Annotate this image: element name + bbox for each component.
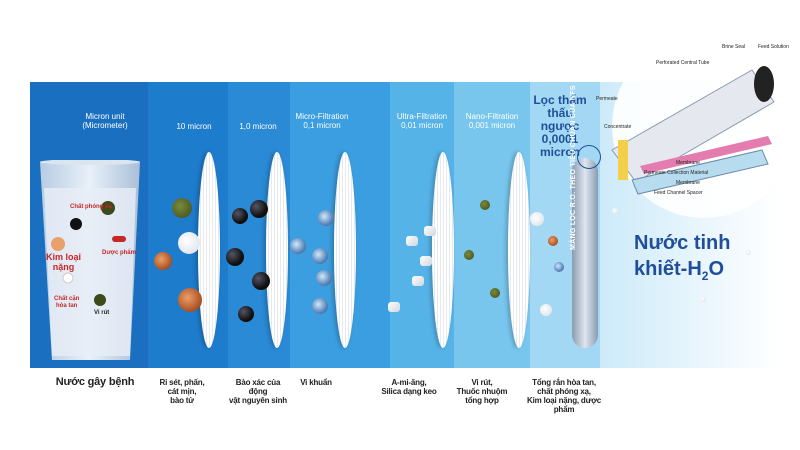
caption-raw: Nước gây bệnh <box>50 378 140 387</box>
ro-label-concentrate: Concentrate <box>604 124 631 130</box>
ro-label-brine: Brine Seal <box>722 44 745 50</box>
stage-size-label: Micro-Filtration 0,1 micron <box>292 112 352 130</box>
stage-size-label: Ultra-Filtration 0,01 micron <box>392 112 452 130</box>
ro-label-spacer: Feed Channel Spacer <box>654 190 703 196</box>
filter-disc-micro <box>334 152 356 348</box>
particle-bacteria <box>316 270 332 286</box>
particle-dissolved <box>548 236 558 246</box>
particle-bacteria <box>312 248 328 264</box>
particle-virus <box>464 250 474 260</box>
particle-silica <box>406 236 418 246</box>
ro-label-membrane: Membrane <box>676 160 700 166</box>
caption-stage: Vi khuẩn <box>294 378 338 387</box>
filter-disc-ultra <box>432 152 454 348</box>
particle-dark <box>232 208 248 224</box>
particle-dissolved <box>530 212 544 226</box>
particle-silica <box>412 276 424 286</box>
micron-unit-label: Micron unit (Micrometer) <box>72 112 138 130</box>
label-heavy-metal: Kim loại nặng <box>46 252 81 272</box>
particle-white <box>178 232 200 254</box>
water-droplet <box>700 296 706 302</box>
stage-size-label: Nano-Filtration 0,001 micron <box>462 112 522 130</box>
particle-dissolved <box>554 262 564 272</box>
particle-virus <box>490 288 500 298</box>
particle-virus <box>480 200 490 210</box>
filter-disc-1 <box>266 152 288 348</box>
label-pharma: Dược phẩm <box>102 250 136 256</box>
particle-dark <box>226 248 244 266</box>
ro-label-permeate-material: Permeate Collection Material <box>644 170 708 176</box>
particle-bacteria <box>318 210 334 226</box>
caption-stage: Rỉ sét, phấn, cát mịn, bào tử <box>156 378 208 405</box>
filter-disc-10 <box>198 152 220 348</box>
particle-spore <box>172 198 192 218</box>
stage-size-label: 1,0 micron <box>234 122 282 131</box>
pure-water-line1: Nước tinh <box>634 232 730 255</box>
particle-silica <box>420 256 432 266</box>
water-droplet <box>746 250 751 255</box>
particle-silica <box>424 226 436 236</box>
particle-bacteria <box>290 238 306 254</box>
particle-dark <box>238 306 254 322</box>
filter-disc-nano <box>508 152 530 348</box>
label-radioactive: Chất phóng xạ <box>70 204 112 210</box>
caption-stage: A-mi-ăng, Silica dạng keo <box>374 378 444 396</box>
ro-membrane-label: MÀNG LỌC R.O. THEO TIÊU CHUẨN CỦA NFS <box>570 50 577 250</box>
stage-size-label: 10 micron <box>170 122 218 131</box>
particle-bacteria <box>312 298 328 314</box>
particle-rust <box>154 252 172 270</box>
ro-label-feed: Feed Solution <box>758 44 789 50</box>
label-dissolved: Chất cặn hòa tan <box>54 296 79 310</box>
particle-dark <box>252 272 270 290</box>
particle-rust <box>178 288 202 312</box>
particle-dark <box>250 200 268 218</box>
caption-stage: Tổng rắn hòa tan, chất phóng xạ, Kim loạ… <box>518 378 610 414</box>
ro-label-membrane: Membrane <box>676 180 700 186</box>
particle-silica <box>388 302 400 312</box>
ro-label-tube: Perforated Central Tube <box>656 60 709 66</box>
label-virus: Vi rút <box>94 310 109 316</box>
caption-stage: Bào xác của động vật nguyên sinh <box>226 378 290 405</box>
particle-dissolved <box>540 304 552 316</box>
caption-stage: Vi rút, Thuốc nhuộm tổng hợp <box>452 378 512 405</box>
ro-label-permeate: Permeate <box>596 96 618 102</box>
